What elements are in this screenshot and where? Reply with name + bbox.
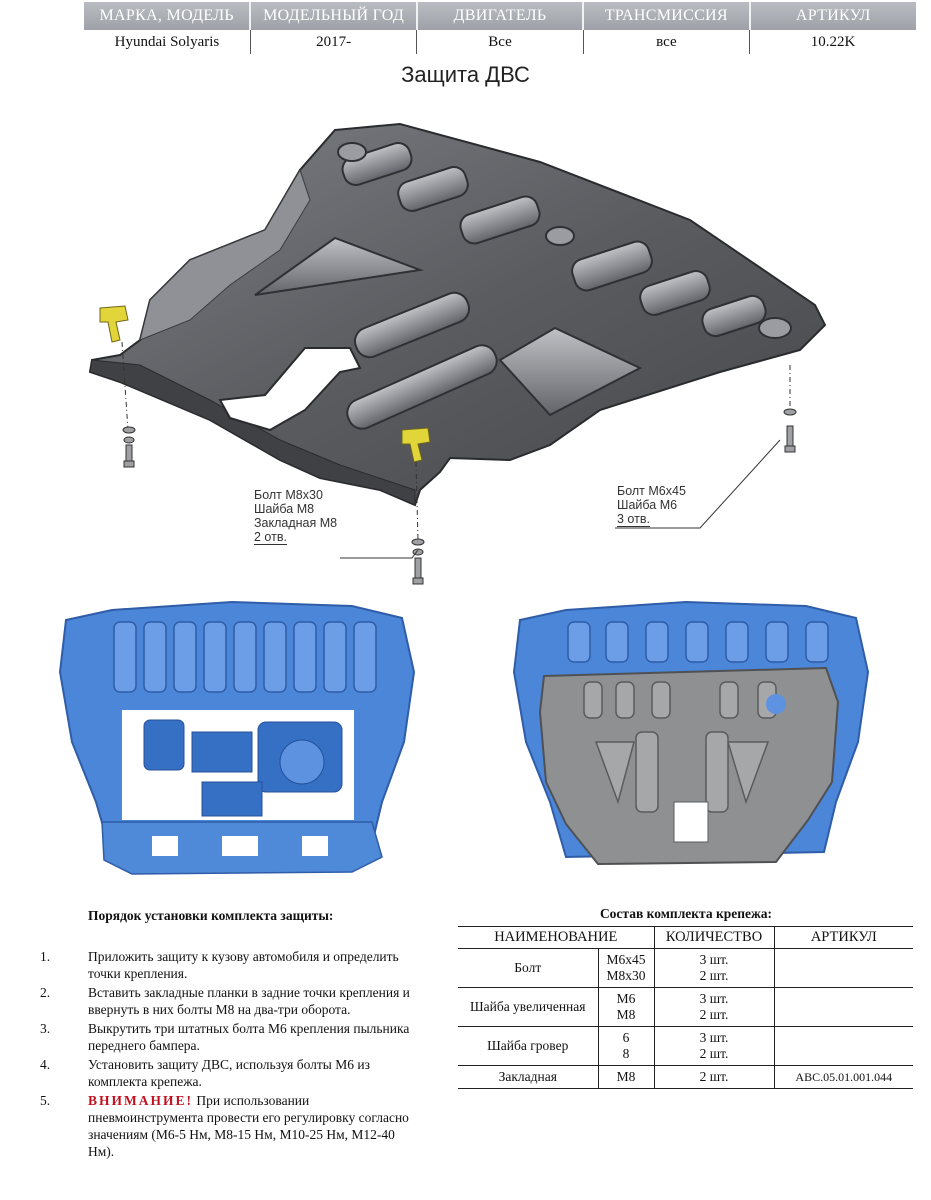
instruction-step: 2. Вставить закладные планки в задние то… <box>40 984 420 1018</box>
kit-item-qty: 3 шт.2 шт. <box>653 948 775 988</box>
kit-item-article: АВС.05.01.001.044 <box>773 1065 914 1089</box>
callout-rear-fasteners: Болт М8х30 Шайба М8 Закладная М8 2 отв. <box>254 488 337 545</box>
header-value-engine: Все <box>416 30 584 54</box>
callout-right-line-2: Шайба М6 <box>617 498 678 512</box>
kit-header-article: АРТИКУЛ <box>774 926 914 949</box>
step-text: Выкрутить три штатных болта М6 крепления… <box>88 1021 410 1053</box>
kit-item-qty: 3 шт.2 шт. <box>653 987 775 1027</box>
step-text: Приложить защиту к кузову автомобиля и о… <box>88 949 399 981</box>
header-value-article: 10.22K <box>810 33 856 50</box>
instructions-list: 1. Приложить защиту к кузову автомобиля … <box>40 948 420 1162</box>
instruction-step: 5. ВНИМАНИЕ! При использовании пневмоинс… <box>40 1092 420 1160</box>
table-row: Закладная М8 2 шт. АВС.05.01.001.044 <box>458 1065 914 1089</box>
header-col-article: АРТИКУЛ <box>749 2 916 30</box>
header-value-transmission: все <box>583 30 751 54</box>
callout-left-line-2: Шайба М8 <box>254 502 315 516</box>
kit-item-name: Шайба увеличенная <box>458 987 599 1027</box>
step-number: 2. <box>40 985 51 1000</box>
instruction-step: 3. Выкрутить три штатных болта М6 крепле… <box>40 1020 420 1054</box>
step-text: При использовании пневмоинструмента пров… <box>88 1093 409 1159</box>
header-col-engine: ДВИГАТЕЛЬ <box>416 2 585 30</box>
header-col-transmission: ТРАНСМИССИЯ <box>583 2 751 30</box>
warning-label: ВНИМАНИЕ! <box>88 1093 193 1108</box>
mount-bosses <box>337 142 792 339</box>
kit-table: НАИМЕНОВАНИЕ КОЛИЧЕСТВО АРТИКУЛ Болт М6х… <box>458 926 914 1089</box>
instructions-title: Порядок установки комплекта защиты: <box>88 908 334 923</box>
header-col-model: МАРКА, МОДЕЛЬ <box>84 2 252 30</box>
page-title: Защита ДВС <box>401 62 530 87</box>
kit-item-qty: 3 шт.2 шт. <box>653 1026 775 1066</box>
plate-cutout <box>218 347 362 432</box>
kit-item-name: Закладная <box>458 1065 599 1089</box>
callout-right-line-3: 3 отв. <box>617 512 650 527</box>
kit-item-article <box>773 948 914 988</box>
header-value-year: 2017- <box>250 30 418 54</box>
kit-header-name: НАИМЕНОВАНИЕ <box>458 926 655 949</box>
instruction-step: 1. Приложить защиту к кузову автомобиля … <box>40 948 420 982</box>
kit-item-article <box>773 987 914 1027</box>
step-number: 4. <box>40 1057 51 1072</box>
underbody-scan-without-plate <box>58 600 416 875</box>
instruction-step: 4. Установить защиту ДВС, используя болт… <box>40 1056 420 1090</box>
rib-slots-top <box>341 141 767 338</box>
callout-right-line-1: Болт М6х45 <box>617 484 686 498</box>
step-text: Установить защиту ДВС, используя болты М… <box>88 1057 370 1089</box>
product-header-table: МАРКА, МОДЕЛЬ МОДЕЛЬНЫЙ ГОД ДВИГАТЕЛЬ ТР… <box>84 2 916 54</box>
step-number: 3. <box>40 1021 51 1036</box>
kit-item-name: Шайба гровер <box>458 1026 599 1066</box>
kit-item-name: Болт <box>458 948 599 988</box>
bolts <box>122 408 797 585</box>
underbody-scan-with-plate <box>512 600 870 866</box>
step-number: 5. <box>40 1093 51 1108</box>
kit-item-article <box>773 1026 914 1066</box>
callout-front-fasteners: Болт М6х45 Шайба М6 3 отв. <box>617 484 686 527</box>
callout-left-line-3: Закладная М8 <box>254 516 338 530</box>
header-col-year: МОДЕЛЬНЫЙ ГОД <box>250 2 418 30</box>
insert-brackets <box>99 305 431 463</box>
step-number: 1. <box>40 949 51 964</box>
callout-left-line-1: Болт М8х30 <box>254 488 323 502</box>
skid-plate-drawing <box>88 122 827 585</box>
kit-title: Состав комплекта крепежа: <box>599 906 773 921</box>
kit-item-size: М8 <box>597 1065 655 1089</box>
step-text: Вставить закладные планки в задние точки… <box>88 985 410 1017</box>
kit-header-qty: КОЛИЧЕСТВО <box>654 926 775 949</box>
header-value-model: Hyundai Solyaris <box>84 30 251 54</box>
kit-item-qty: 2 шт. <box>653 1065 775 1089</box>
callout-left-line-4: 2 отв. <box>254 530 287 545</box>
